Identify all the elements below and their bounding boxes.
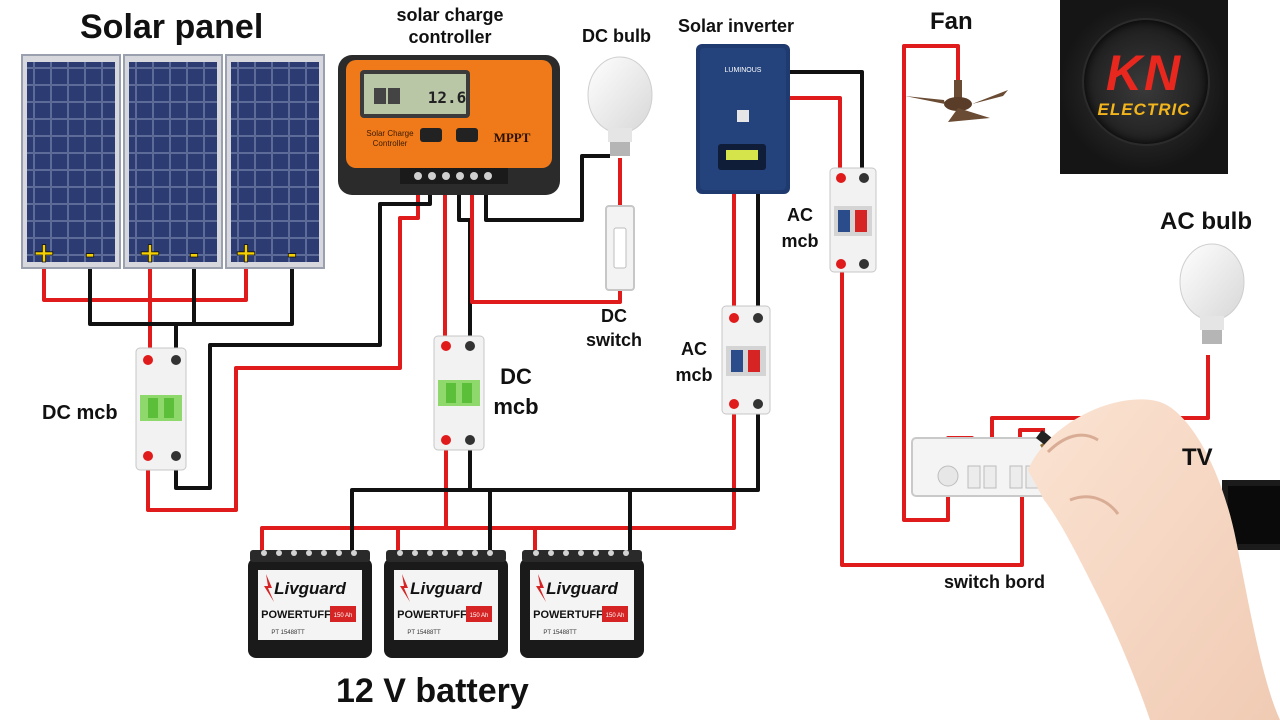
battery-model: PT 15488TT	[407, 630, 441, 636]
wires	[42, 44, 1210, 567]
logo-electric: ELECTRIC	[1097, 100, 1191, 119]
solar-panels	[21, 54, 325, 269]
dc-mcb-left	[135, 347, 187, 471]
panel-terminal-minus: -	[287, 240, 297, 268]
label-dc-mcb-mid: DC mcb	[493, 364, 539, 419]
ac-mcb-mid	[721, 305, 771, 415]
solar-panel-1	[21, 54, 121, 269]
wire-batt-pos-bus	[260, 405, 736, 560]
label-dc-mcb-left: DC mcb	[42, 402, 118, 424]
battery-model: PT 15488TT	[271, 630, 305, 636]
wire-mcb1-neg-out	[174, 175, 432, 490]
ceiling-fan	[905, 80, 1008, 122]
logo-ring	[1082, 18, 1210, 146]
label-solar-panel: Solar panel	[80, 8, 264, 46]
battery-capacity: 150 Ah	[334, 613, 353, 619]
wire-ctl-to-mcb2-neg	[457, 175, 472, 343]
panel-terminal-plus: +	[234, 236, 257, 269]
controller-display: 12.6	[428, 88, 467, 107]
label-charge-controller: solar charge controller	[396, 5, 504, 47]
battery-brand: Livguard	[274, 579, 346, 598]
hand-with-pen	[1028, 399, 1280, 720]
wire-mcb1-pos-out	[146, 175, 420, 512]
label-ac-mcb-mid: AC mcb	[675, 339, 713, 385]
controller-brand: Solar Charge	[366, 129, 414, 138]
panel-terminal-plus: +	[32, 236, 55, 269]
dc-bulb	[587, 56, 653, 156]
wire-batt-neg-bus	[350, 405, 760, 560]
wire-ctl-load-neg	[484, 154, 610, 222]
battery-brand: Livguard	[410, 579, 482, 598]
ac-mcb-top	[829, 167, 877, 273]
battery-capacity: 150 Ah	[606, 613, 625, 619]
solar-inverter: LUMINOUS	[696, 44, 790, 194]
solar-panel-2	[123, 54, 223, 269]
wire-inv-mcb4-pos	[790, 96, 842, 175]
wire-mcb4-board	[840, 270, 1024, 567]
battery-brand: Livguard	[546, 579, 618, 598]
battery-model: PT 15488TT	[543, 630, 577, 636]
battery-capacity: 150 Ah	[470, 613, 489, 619]
panel-terminal-minus: -	[189, 240, 199, 268]
battery-series: POWERTUFF	[261, 609, 331, 621]
battery-series: POWERTUFF	[397, 609, 467, 621]
label-dc-bulb: DC bulb	[582, 26, 651, 46]
label-battery: 12 V battery	[336, 672, 529, 710]
wire-fan	[902, 44, 960, 522]
ac-bulb	[1179, 243, 1245, 344]
panel-terminal-minus: -	[85, 240, 95, 268]
panel-terminals: +-+-+-	[32, 236, 298, 270]
battery-series: POWERTUFF	[533, 609, 603, 621]
dc-switch	[605, 205, 635, 291]
logo-kn: KN	[1105, 45, 1183, 101]
label-ac-mcb-top: AC mcb	[781, 205, 819, 251]
controller-mppt: MPPT	[494, 130, 531, 145]
label-fan: Fan	[930, 8, 973, 35]
panel-terminal-plus: +	[138, 236, 161, 269]
wire-panel-pos	[42, 262, 248, 302]
controller-brand-2: Controller	[373, 139, 408, 148]
logo: KN ELECTRIC	[1060, 0, 1228, 174]
label-ac-bulb: AC bulb	[1160, 208, 1252, 235]
label-solar-inverter: Solar inverter	[678, 16, 795, 36]
solar-panel-3	[225, 54, 325, 269]
charge-controller: 12.6 Solar Charge Controller MPPT	[338, 55, 560, 195]
inverter-brand: LUMINOUS	[725, 67, 762, 74]
label-switch-board: switch bord	[944, 572, 1046, 592]
dc-mcb-mid	[433, 335, 485, 451]
wire-panel-neg	[88, 262, 294, 326]
label-tv: TV	[1182, 444, 1213, 471]
label-dc-switch: DC switch	[585, 306, 642, 350]
wire-inv-mcb4-neg	[790, 70, 864, 175]
